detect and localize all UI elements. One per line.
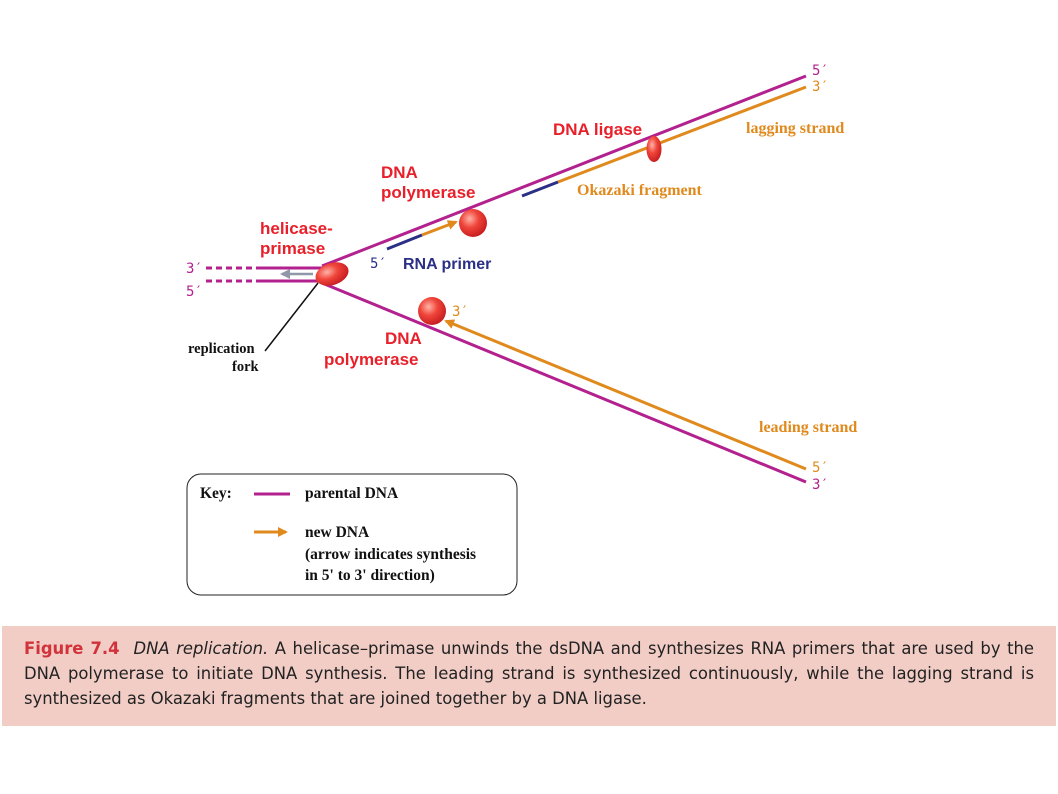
figure-number: Figure 7.4	[24, 639, 120, 658]
parental-strand-lower	[321, 281, 807, 484]
helicase-primase-enzyme	[315, 262, 349, 286]
helicase-label-1: helicase-	[260, 219, 333, 238]
end-label-leading-3: 3′	[452, 304, 469, 320]
end-label-left-top: 3′	[186, 261, 203, 277]
figure-caption-body: A helicase–primase unwinds the dsDNA and…	[24, 639, 1034, 708]
replication-fork-label-1: replication	[188, 341, 255, 357]
lagging-strand-label: lagging strand	[746, 120, 844, 137]
rna-primer-label: RNA primer	[403, 256, 491, 273]
end-label-bottom-right-5: 5′	[812, 460, 829, 476]
dna-replication-diagram: DNA ligase DNA polymerase helicase- prim…	[186, 63, 857, 596]
replication-fork-pointer	[264, 282, 319, 352]
key-title: Key:	[200, 485, 232, 502]
figure-title: DNA replication.	[133, 639, 269, 658]
end-label-rna-primer-5: 5′	[370, 256, 387, 272]
dna-polymerase-top-label-2: polymerase	[381, 183, 476, 202]
dna-polymerase-bottom-enzyme	[418, 297, 446, 325]
key-parental-label: parental DNA	[305, 485, 399, 502]
end-label-bottom-right-3: 3′	[812, 477, 829, 493]
rna-primer-segment	[386, 233, 423, 251]
end-label-top-right-5: 5′	[812, 63, 829, 79]
replication-fork-label-2: fork	[232, 359, 260, 375]
okazaki-rna-primer	[521, 180, 559, 198]
dna-polymerase-top-enzyme	[459, 209, 487, 237]
key-border	[186, 473, 518, 596]
key-new-label-1: new DNA	[305, 524, 370, 541]
key-box: Key: parental DNA new DNA (arrow indicat…	[186, 473, 518, 596]
figure-caption: Figure 7.4 DNA replication. A helicase–pr…	[2, 626, 1056, 726]
lagging-synthesis-arrow	[421, 220, 458, 237]
key-new-label-3: in 5' to 3' direction)	[305, 567, 435, 584]
okazaki-fragment-label: Okazaki fragment	[577, 182, 703, 199]
dna-polymerase-bottom-label-1: DNA	[385, 329, 422, 348]
lagging-new-strand	[557, 85, 807, 184]
leading-new-strand	[444, 319, 807, 471]
dna-ligase-label: DNA ligase	[553, 120, 642, 139]
leading-strand-label: leading strand	[759, 419, 857, 436]
end-label-top-right-3: 3′	[812, 79, 829, 95]
key-new-label-2: (arrow indicates synthesis	[305, 546, 476, 563]
helicase-label-2: primase	[260, 239, 325, 258]
dna-polymerase-top-label-1: DNA	[381, 163, 418, 182]
end-label-left-bottom: 5′	[186, 284, 203, 300]
parental-strand-upper	[321, 74, 807, 268]
dna-polymerase-bottom-label-2: polymerase	[324, 350, 419, 369]
dna-ligase-enzyme	[646, 136, 662, 162]
